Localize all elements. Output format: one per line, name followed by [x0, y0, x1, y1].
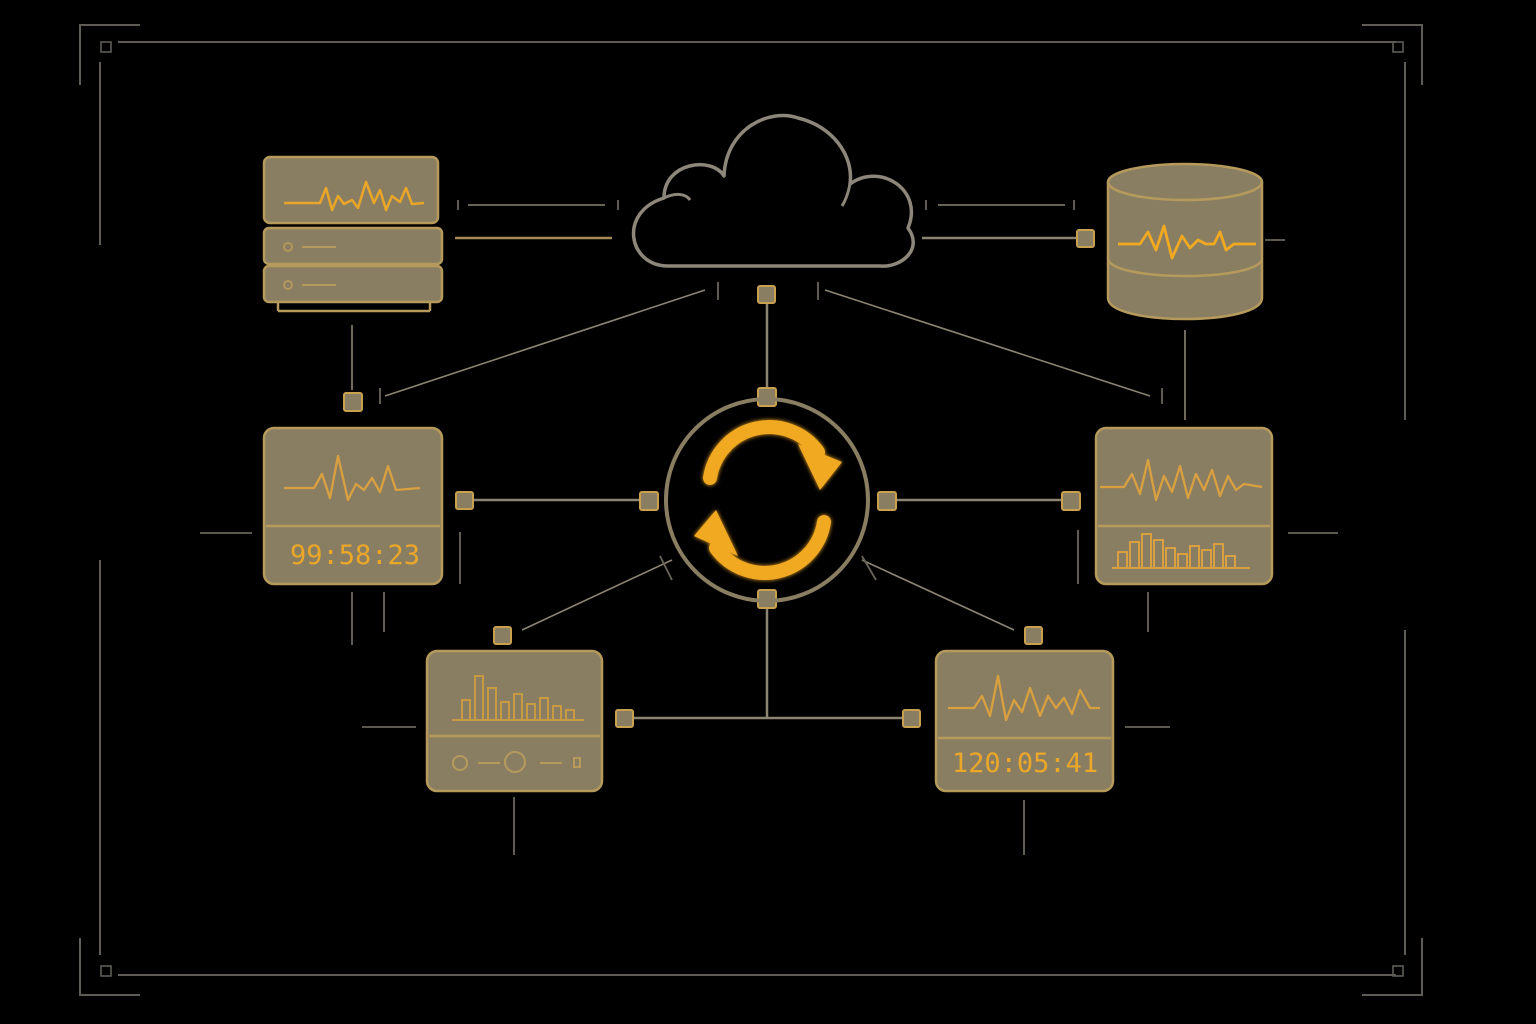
connector-nodes	[343, 229, 1095, 728]
sync-arrows-icon	[694, 420, 842, 580]
decorative-ticks	[200, 200, 1338, 855]
server-icon	[262, 155, 444, 313]
right-monitor-node	[1094, 426, 1274, 586]
bottom-right-monitor-node	[934, 649, 1115, 793]
right-monitor-bar-icons	[1112, 533, 1250, 569]
left-monitor-node	[262, 426, 444, 586]
bottom-right-monitor-timer: 120:05:41	[952, 748, 1098, 779]
outer-frame	[79, 24, 1423, 996]
connector-lines	[351, 204, 1186, 720]
bottom-left-monitor-node	[425, 649, 604, 793]
sync-hub	[664, 397, 870, 603]
bottom-left-controls	[452, 751, 581, 773]
bottom-left-bar-icons	[452, 675, 584, 721]
cloud-icon	[632, 113, 915, 268]
left-monitor-timer: 99:58:23	[290, 540, 420, 571]
database-icon	[1106, 162, 1264, 321]
